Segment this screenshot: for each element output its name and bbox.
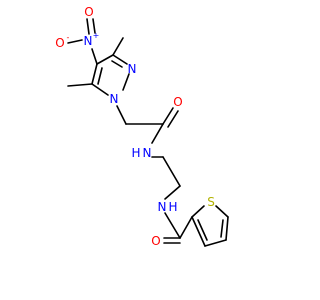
atom-o-nitro: O	[84, 5, 93, 19]
bond-n1-n2	[122, 73, 130, 91]
atom-labels: O - N + O N N O N H N H O S	[55, 5, 215, 248]
atom-n1-pyrazole: N	[110, 92, 119, 106]
bond-n2-c3-double	[111, 60, 123, 68]
bond-nitro-o-minus	[67, 39, 83, 44]
atom-h-amide2: H	[168, 200, 177, 214]
bond-carbonyl1-o	[162, 107, 174, 125]
atom-n-amide2: N	[158, 200, 167, 214]
bond-c4-nitro	[91, 48, 98, 65]
bonds	[67, 18, 229, 247]
molecule-canvas: O - N + O N N O N H N H O S	[55, 5, 229, 248]
bond-n1-ch2	[116, 105, 127, 125]
bond-thiophene-c2-s	[191, 205, 205, 218]
bond-nitro-o-double	[92, 18, 96, 34]
atom-n2-pyrazole: N	[128, 62, 137, 76]
bond-c5-n1	[91, 83, 109, 96]
bond-ch2a-ch2b	[162, 156, 181, 187]
atom-o-amide1: O	[173, 95, 182, 109]
bond-c3-methyl	[112, 37, 124, 56]
charge-minus: -	[67, 33, 70, 42]
bond-thiophene-s-c5	[215, 205, 229, 218]
bond-n2-c3	[112, 54, 128, 65]
bond-thiophene-c5-c4	[225, 216, 229, 241]
bond-carbonyl1-o-double	[167, 110, 179, 128]
atom-o-amide2: O	[151, 234, 160, 248]
bond-nitro-o	[86, 18, 90, 35]
bond-carbonyl2-thiophene	[179, 216, 193, 239]
bond-thiophene-c3-c2-double	[197, 219, 208, 241]
bond-carbonyl1-nh	[151, 123, 164, 144]
atom-o-minus: O	[55, 36, 64, 50]
charge-plus: +	[93, 31, 100, 40]
atom-n-plus: N	[84, 34, 93, 48]
structure-diagram: O - N + O N N O N H N H O S	[55, 5, 229, 248]
bond-thiophene-c4-c3	[204, 239, 227, 247]
bond-thiophene-c5-c4-double	[220, 219, 224, 238]
bond-ch2b-nh	[164, 185, 181, 200]
atom-s-thiophene: S	[207, 195, 215, 209]
bond-nh-carbonyl2	[164, 212, 181, 239]
atom-h-amide1: H	[131, 146, 140, 160]
bond-c3-c4	[96, 54, 114, 65]
bond-c5-methyl	[67, 83, 93, 87]
atom-n-amide1: N	[143, 146, 152, 160]
bond-thiophene-c3-c2	[191, 216, 206, 247]
bond-c4-c5-double	[97, 67, 103, 85]
bond-c4-c5	[91, 63, 98, 85]
